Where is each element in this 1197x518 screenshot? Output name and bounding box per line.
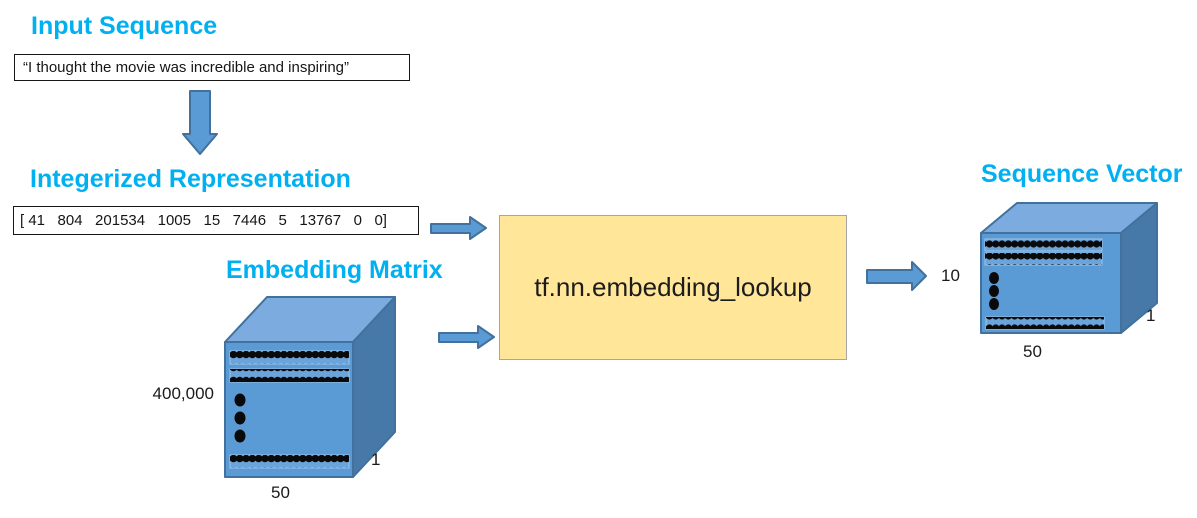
embedding-rows-label: 400,000 — [152, 384, 214, 403]
lookup-function-box: tf.nn.embedding_lookup — [499, 215, 847, 360]
integerized-representation-title: Integerized Representation — [30, 165, 351, 193]
embedding-matrix-cube — [224, 296, 396, 478]
sequence-depth-label: 1 — [1146, 306, 1156, 325]
sequence-rows-label: 10 — [941, 266, 960, 285]
integerized-representation-box: [ 41 804 201534 1005 15 7446 5 13767 0 0… — [13, 206, 419, 235]
embedding-dot-rows — [229, 350, 350, 469]
lookup-to-sequence-arrow-icon — [866, 261, 927, 291]
embedding-ellipsis-dots — [234, 393, 246, 443]
sequence-ellipsis-dots — [989, 272, 999, 310]
sequence-dot-rows — [984, 238, 1105, 330]
down-arrow-icon — [182, 90, 218, 155]
integerized-to-lookup-arrow-icon — [430, 216, 487, 240]
embedding-cols-label: 50 — [271, 483, 290, 502]
embedding-to-lookup-arrow-icon — [438, 325, 495, 349]
embedding-matrix-title: Embedding Matrix — [226, 256, 443, 284]
input-sequence-box: “I thought the movie was incredible and … — [14, 54, 410, 81]
embedding-depth-label: 1 — [371, 450, 381, 469]
sequence-vector-title: Sequence Vector — [981, 160, 1183, 188]
sequence-vector-cube — [980, 202, 1158, 334]
input-sequence-title: Input Sequence — [31, 12, 218, 40]
sequence-cols-label: 50 — [1023, 342, 1042, 361]
